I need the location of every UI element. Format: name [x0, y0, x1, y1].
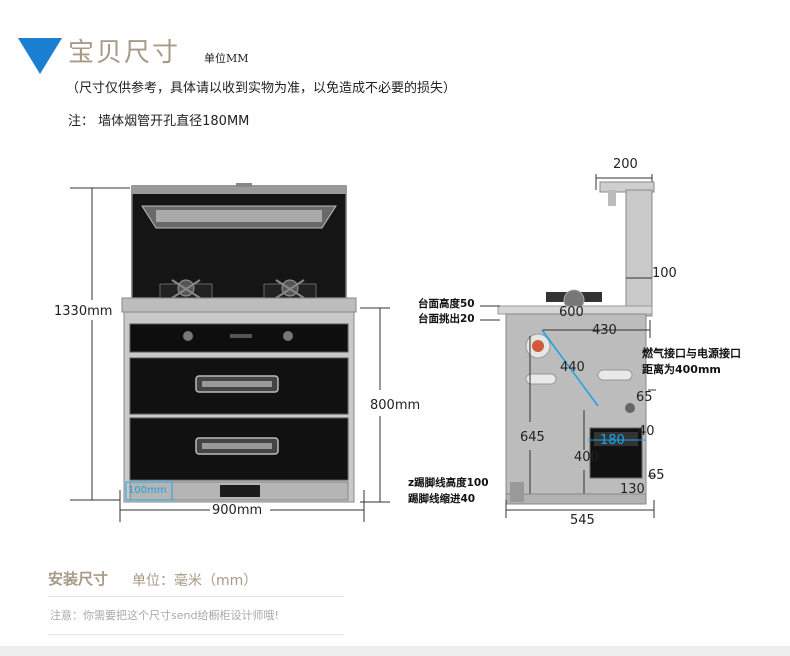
- dim-65-top: 65: [636, 390, 653, 405]
- gas-note-line2: 距离为400mm: [642, 363, 721, 376]
- side-view-diagram: [480, 174, 656, 518]
- flue-width-label: 200: [613, 157, 638, 172]
- burner-right-icon: [263, 279, 317, 299]
- vent-180-label: 180: [600, 433, 625, 448]
- dim-40-label: 40: [638, 424, 655, 439]
- flue-hole-note: 注： 墙体烟管开孔直径180MM: [68, 114, 250, 129]
- height-645-label: 645: [520, 430, 545, 445]
- gas-note-line1: 燃气接口与电源接口: [642, 347, 741, 360]
- page-title: 宝贝尺寸: [68, 38, 181, 68]
- unit-label: 单位MM: [204, 52, 249, 65]
- kick-recess-label: 踢脚线缩进40: [408, 493, 476, 505]
- front-view-diagram: [70, 183, 390, 522]
- dim-400-label: 400: [574, 450, 599, 465]
- burner-left-icon: [159, 279, 213, 299]
- install-unit: 单位：毫米（mm）: [132, 573, 258, 589]
- depth-545-label: 545: [570, 513, 595, 528]
- install-note: 注意：你需要把这个尺寸send给橱柜设计师哦!: [50, 609, 279, 622]
- counter-overhang-label: 台面挑出20: [418, 313, 475, 325]
- dim-65-bottom: 65: [648, 468, 665, 483]
- footer-divider: [48, 634, 344, 635]
- title-triangle-icon: [18, 38, 62, 74]
- front-toe-kick-label: 100mm: [128, 485, 167, 496]
- section-divider: [48, 596, 344, 597]
- diagonal-label: 440: [560, 360, 585, 375]
- front-width-label: 900mm: [212, 503, 263, 518]
- front-height-total-label: 1330mm: [54, 304, 113, 319]
- disclaimer-text: （尺寸仅供参考，具体请以收到实物为准，以免造成不必要的损失）: [66, 81, 457, 96]
- inner-depth-label: 430: [592, 323, 617, 338]
- bottom-bar: [0, 646, 790, 656]
- counter-height-label: 台面高度50: [418, 298, 475, 310]
- kick-height-label: z踢脚线高度100: [408, 477, 489, 489]
- front-height-body-label: 800mm: [370, 398, 421, 413]
- dim-130-label: 130: [620, 482, 645, 497]
- install-title: 安装尺寸: [48, 570, 109, 588]
- top-depth-label: 600: [559, 305, 584, 320]
- flue-depth-label: 100: [652, 266, 677, 281]
